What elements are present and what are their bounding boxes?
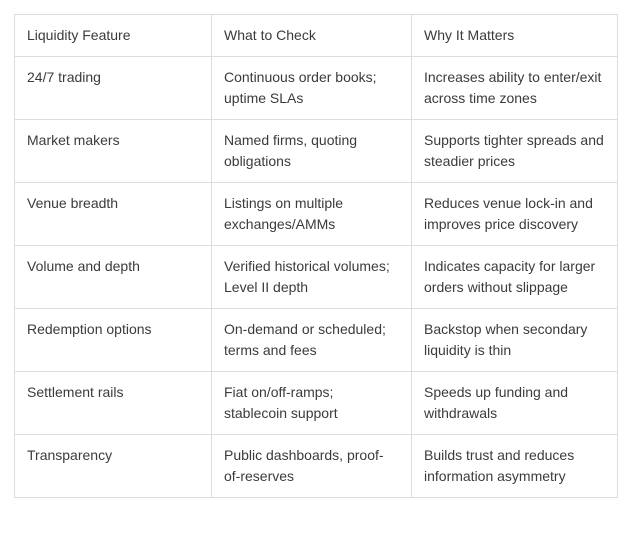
cell-feature: Settlement rails	[14, 371, 212, 435]
cell-check: Public dashboards, proof-of-reserves	[211, 434, 412, 498]
table-row: 24/7 trading Continuous order books; upt…	[14, 56, 618, 120]
cell-why: Builds trust and reduces information asy…	[411, 434, 618, 498]
table-row: Market makers Named firms, quoting oblig…	[14, 119, 618, 183]
cell-check: Continuous order books; uptime SLAs	[211, 56, 412, 120]
cell-why: Supports tighter spreads and steadier pr…	[411, 119, 618, 183]
table-row: Redemption options On-demand or schedule…	[14, 308, 618, 372]
table-row: Volume and depth Verified historical vol…	[14, 245, 618, 309]
table-row: Venue breadth Listings on multiple excha…	[14, 182, 618, 246]
cell-feature: Redemption options	[14, 308, 212, 372]
cell-feature: 24/7 trading	[14, 56, 212, 120]
column-header-liquidity-feature: Liquidity Feature	[14, 14, 212, 57]
cell-why: Indicates capacity for larger orders wit…	[411, 245, 618, 309]
column-header-why-it-matters: Why It Matters	[411, 14, 618, 57]
table-header-row: Liquidity Feature What to Check Why It M…	[14, 14, 618, 57]
column-header-what-to-check: What to Check	[211, 14, 412, 57]
cell-check: Verified historical volumes; Level II de…	[211, 245, 412, 309]
cell-why: Speeds up funding and withdrawals	[411, 371, 618, 435]
table-row: Transparency Public dashboards, proof-of…	[14, 434, 618, 498]
cell-check: Named firms, quoting obligations	[211, 119, 412, 183]
cell-why: Reduces venue lock-in and improves price…	[411, 182, 618, 246]
cell-feature: Transparency	[14, 434, 212, 498]
table-row: Settlement rails Fiat on/off-ramps; stab…	[14, 371, 618, 435]
cell-feature: Volume and depth	[14, 245, 212, 309]
cell-check: Fiat on/off-ramps; stablecoin support	[211, 371, 412, 435]
cell-why: Backstop when secondary liquidity is thi…	[411, 308, 618, 372]
cell-feature: Market makers	[14, 119, 212, 183]
cell-check: Listings on multiple exchanges/AMMs	[211, 182, 412, 246]
cell-why: Increases ability to enter/exit across t…	[411, 56, 618, 120]
cell-check: On-demand or scheduled; terms and fees	[211, 308, 412, 372]
liquidity-comparison-table: Liquidity Feature What to Check Why It M…	[14, 14, 618, 498]
cell-feature: Venue breadth	[14, 182, 212, 246]
